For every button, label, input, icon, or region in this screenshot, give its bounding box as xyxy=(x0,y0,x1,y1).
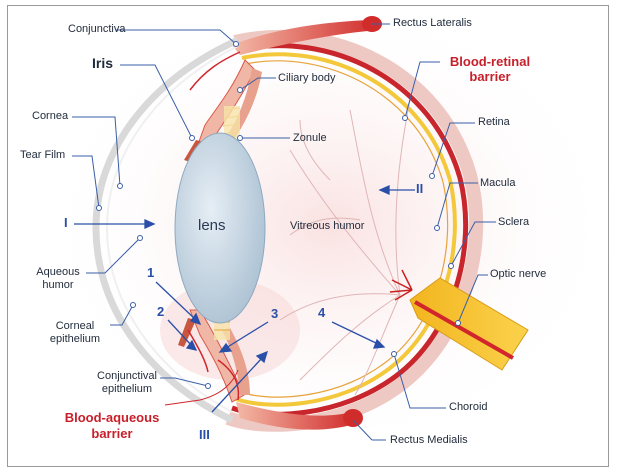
label-rectus-lateralis: Rectus Lateralis xyxy=(393,17,472,29)
optic-nerve xyxy=(409,277,529,371)
ciliary-body-upper-2 xyxy=(224,68,262,142)
leader-sclera xyxy=(450,221,496,267)
leader-iris xyxy=(120,64,193,139)
leader-ciliary xyxy=(239,77,276,91)
label-conjunctiva: Conjunctiva xyxy=(68,23,126,35)
route-marker-1: 1 xyxy=(147,265,155,280)
choroid-layer xyxy=(231,43,469,417)
cornea-inner-line xyxy=(105,45,239,413)
label-aqueous-humor: Aqueous humor xyxy=(30,266,86,292)
label-retina: Retina xyxy=(478,116,510,128)
route-marker-3: 3 xyxy=(271,306,279,321)
label-rectus-medialis: Rectus Medialis xyxy=(390,434,468,446)
label-blood-retinal-line2: barrier xyxy=(469,69,511,84)
leader-optic-nerve xyxy=(457,274,488,324)
label-lens: lens xyxy=(198,217,226,234)
arrow-1 xyxy=(155,281,197,321)
label-aqueous-line2: humor xyxy=(42,279,74,291)
retina-inner-line xyxy=(239,60,449,398)
label-zonule: Zonule xyxy=(293,132,327,144)
label-corneal-line2: epithelium xyxy=(49,333,101,345)
leader-macula xyxy=(436,182,478,229)
leader-choroid xyxy=(393,353,446,409)
leader-dots xyxy=(96,41,461,389)
label-optic-nerve: Optic nerve xyxy=(490,268,547,280)
label-conj-epi-line2: epithelium xyxy=(101,383,153,395)
route-arrows xyxy=(74,184,415,413)
label-vitreous-humor: Vitreous humor xyxy=(290,220,365,232)
label-cornea: Cornea xyxy=(32,110,69,122)
leader-conjunctiva xyxy=(116,29,237,45)
retina-layer xyxy=(235,52,457,407)
route-marker-I: I xyxy=(64,215,68,230)
retinal-vessels xyxy=(279,99,411,396)
optic-disc-vessels xyxy=(389,269,413,301)
zonule-upper xyxy=(224,106,240,138)
label-corneal-line1: Corneal xyxy=(55,320,95,332)
label-conjunctival-epithelium: Conjunctival epithelium xyxy=(90,370,164,396)
label-corneal-epithelium: Corneal epithelium xyxy=(42,320,108,346)
iris-lower xyxy=(178,318,196,347)
route-marker-II: II xyxy=(416,181,424,196)
label-blood-aqueous-barrier: Blood-aqueous barrier xyxy=(60,410,164,442)
leader-cornea xyxy=(72,116,121,187)
leader-tear-film xyxy=(72,155,100,209)
leader-rectus-medialis xyxy=(352,419,373,441)
label-macula: Macula xyxy=(480,177,516,189)
label-blood-aqueous-line2: barrier xyxy=(91,426,133,441)
label-sclera: Sclera xyxy=(498,216,530,228)
leader-aqueous xyxy=(86,237,141,274)
label-conj-epi-line1: Conjunctival xyxy=(97,370,157,382)
route-marker-III: III xyxy=(199,427,210,442)
blood-aqueous-leaders xyxy=(164,369,239,406)
label-ciliary-body: Ciliary body xyxy=(278,72,336,84)
rectus-medialis-tendon xyxy=(343,409,363,427)
label-tear-film: Tear Film xyxy=(20,149,66,161)
label-choroid: Choroid xyxy=(449,401,488,413)
label-blood-retinal-barrier: Blood-retinal barrier xyxy=(440,54,540,84)
label-iris: Iris xyxy=(92,55,114,71)
leader-conj-epi xyxy=(160,377,209,387)
arrow-2 xyxy=(167,319,193,347)
rectus-lateralis-muscle xyxy=(232,20,378,55)
route-marker-2: 2 xyxy=(157,304,165,319)
lens-shape xyxy=(174,132,266,324)
arrow-3 xyxy=(225,321,269,349)
leader-retina xyxy=(431,122,475,177)
leader-corneal-epi xyxy=(110,304,134,326)
label-blood-retinal-line1: Blood-retinal xyxy=(449,54,531,69)
route-marker-4: 4 xyxy=(318,305,326,320)
arrow-III xyxy=(211,357,263,413)
label-blood-aqueous-line1: Blood-aqueous xyxy=(64,410,160,425)
arrow-4 xyxy=(331,321,379,345)
label-aqueous-line1: Aqueous xyxy=(36,266,80,278)
leader-blood-retinal xyxy=(404,61,440,119)
blood-vessel-curves xyxy=(187,51,241,401)
leader-lines xyxy=(72,23,496,441)
rectus-medialis-muscle xyxy=(236,402,355,430)
optic-nerve-artery xyxy=(414,300,514,360)
